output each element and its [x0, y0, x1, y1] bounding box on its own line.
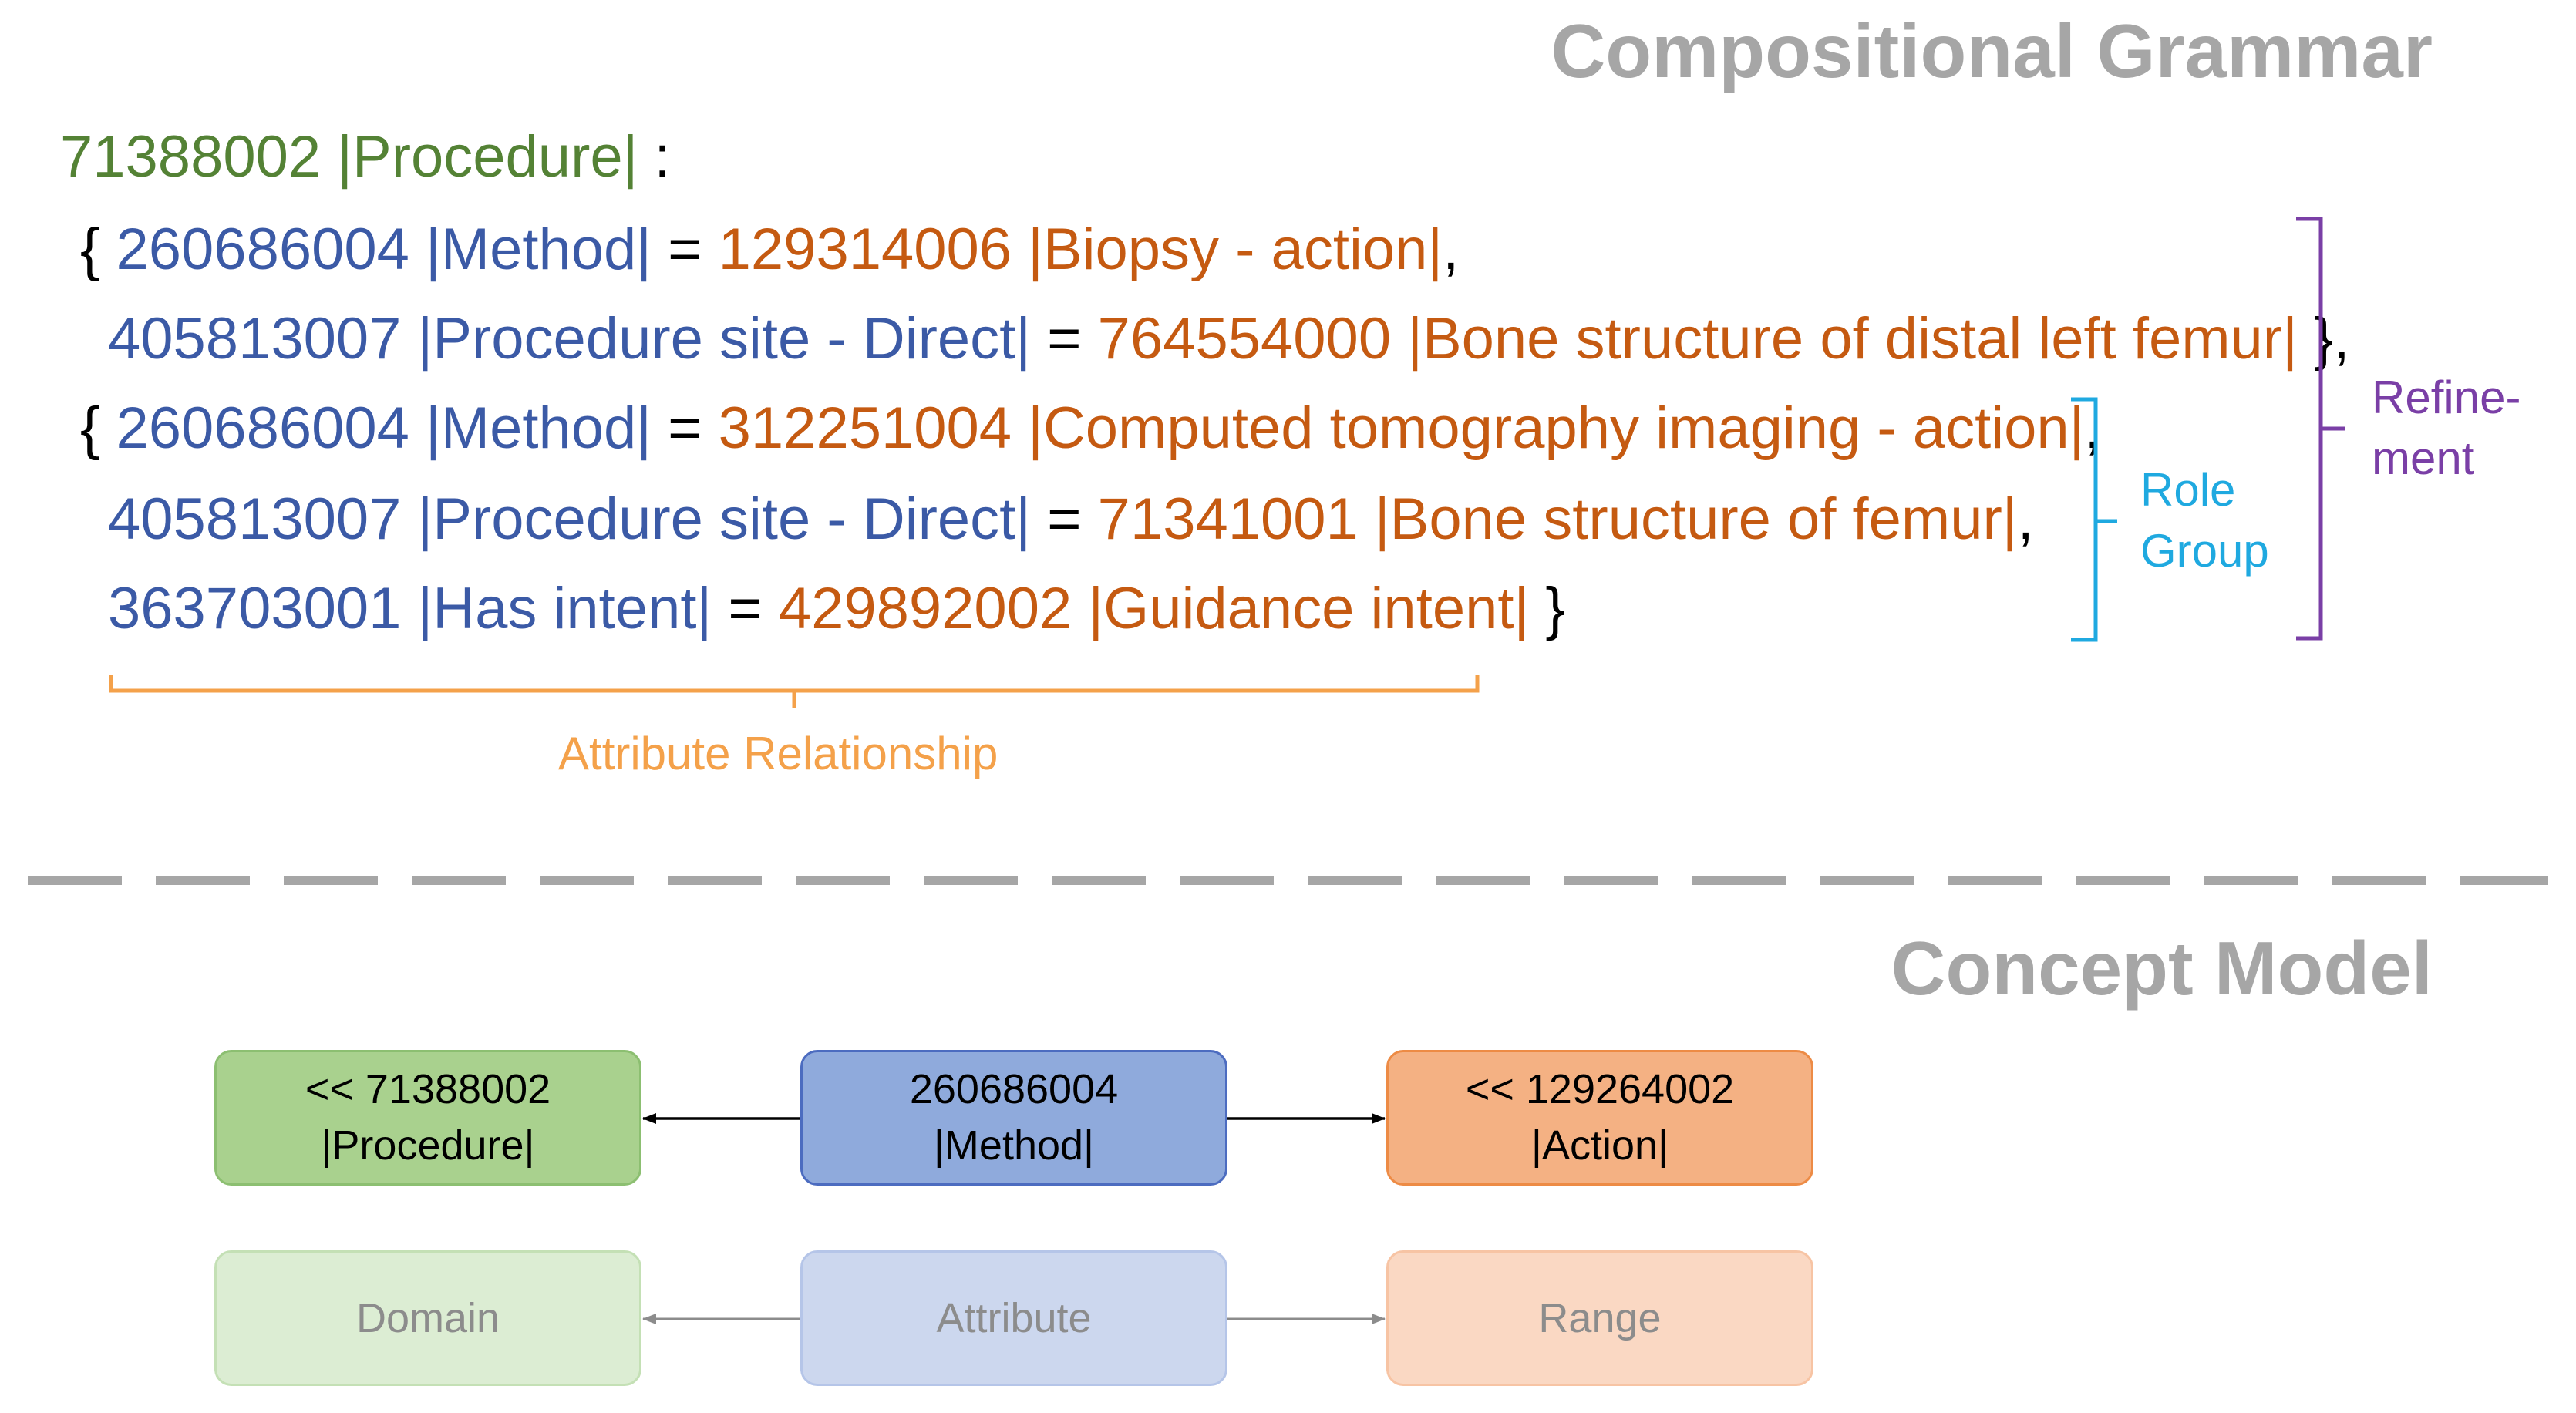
attribute-value: 129314006 |Biopsy - action| [718, 217, 1443, 282]
line-tail: , [1443, 217, 1460, 282]
focus-concept-line: 71388002 |Procedure| : [60, 128, 671, 187]
generic-domain-box: Domain [214, 1250, 641, 1386]
range-concept-term: |Action| [1530, 1122, 1669, 1169]
generic-range-box: Range [1386, 1250, 1813, 1386]
equals-sign: = [712, 576, 779, 641]
role-group-label-line2: Group [2140, 525, 2269, 577]
domain-concept-box: << 71388002 |Procedure| [214, 1050, 641, 1186]
concept-model-title: Concept Model [1891, 926, 2433, 1011]
attribute-relationship-bracket [109, 675, 1480, 708]
open-brace: { [80, 395, 116, 461]
attribute-name: 363703001 |Has intent| [108, 576, 712, 641]
line-tail: , [2017, 486, 2034, 552]
line-tail: } [1529, 576, 1565, 641]
compositional-grammar-title: Compositional Grammar [1551, 8, 2433, 93]
generic-attribute-box: Attribute [800, 1250, 1227, 1386]
attribute-name: 405813007 |Procedure site - Direct| [108, 306, 1032, 372]
expression-line-4: 405813007 |Procedure site - Direct| = 71… [108, 490, 2034, 549]
attribute-value: 764554000 |Bone structure of distal left… [1097, 306, 2298, 372]
equals-sign: = [652, 395, 719, 461]
attribute-value: 312251004 |Computed tomography imaging -… [718, 395, 2085, 461]
generic-domain-label: Domain [355, 1294, 500, 1341]
open-brace: { [80, 217, 116, 282]
domain-concept-id: << 71388002 [305, 1066, 551, 1113]
expression-line-2: 405813007 |Procedure site - Direct| = 76… [108, 310, 2349, 368]
generic-range-label: Range [1538, 1294, 1662, 1341]
attribute-concept-id: 260686004 [909, 1066, 1119, 1113]
attribute-name: 260686004 |Method| [116, 217, 652, 282]
expression-line-3: { 260686004 |Method| = 312251004 |Comput… [80, 399, 2100, 458]
range-concept-id: << 129264002 [1465, 1066, 1735, 1113]
refinement-label: Refine- ment [2372, 367, 2520, 489]
attribute-concept-term: |Method| [933, 1122, 1095, 1169]
role-group-label-line1: Role [2140, 464, 2236, 516]
refinement-colon: : [638, 124, 671, 190]
role-group-bracket [2071, 397, 2117, 642]
refinement-bracket [2296, 217, 2345, 641]
expression-line-1: { 260686004 |Method| = 129314006 |Biopsy… [80, 220, 1459, 279]
attribute-concept-box: 260686004 |Method| [800, 1050, 1227, 1186]
attribute-relationship-label: Attribute Relationship [558, 728, 998, 779]
domain-concept-term: |Procedure| [321, 1122, 535, 1169]
refinement-label-line2: ment [2372, 432, 2475, 485]
expression-line-5: 363703001 |Has intent| = 429892002 |Guid… [108, 580, 1565, 638]
role-group-label: Role Group [2140, 459, 2269, 581]
attribute-name: 405813007 |Procedure site - Direct| [108, 486, 1032, 552]
attribute-name: 260686004 |Method| [116, 395, 652, 461]
equals-sign: = [1031, 306, 1098, 372]
focus-concept: 71388002 |Procedure| [60, 124, 638, 190]
attribute-value: 429892002 |Guidance intent| [778, 576, 1530, 641]
equals-sign: = [1031, 486, 1098, 552]
generic-attribute-label: Attribute [936, 1294, 1092, 1341]
range-concept-box: << 129264002 |Action| [1386, 1050, 1813, 1186]
equals-sign: = [652, 217, 719, 282]
attribute-value: 71341001 |Bone structure of femur| [1097, 486, 2018, 552]
refinement-label-line1: Refine- [2372, 372, 2521, 423]
